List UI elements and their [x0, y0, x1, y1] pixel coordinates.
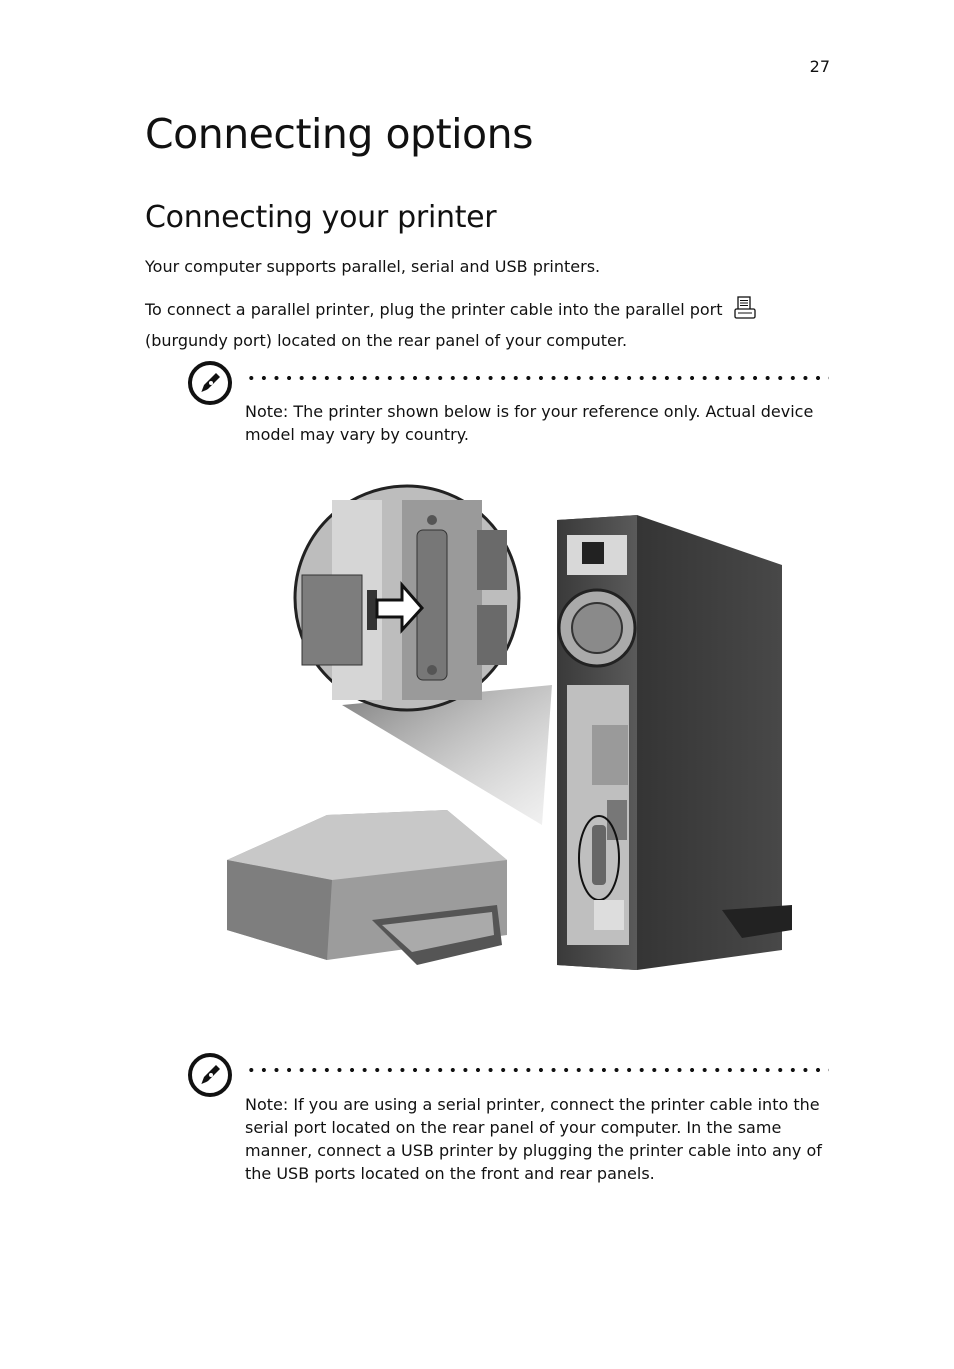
note-body: If you are using a serial printer, conne…	[245, 1095, 822, 1183]
note-serial-usb-printer: Note: If you are using a serial printer,…	[245, 1093, 825, 1185]
parallel-port-printer-icon	[732, 295, 758, 328]
note-pen-icon	[187, 360, 233, 406]
parallel-instructions-line2: (burgundy port) located on the rear pane…	[145, 331, 628, 350]
intro-paragraph: Your computer supports parallel, serial …	[145, 257, 601, 276]
page-number: 27	[809, 57, 830, 76]
parallel-instructions-line1: To connect a parallel printer, plug the …	[145, 300, 723, 319]
note-label: Note:	[245, 402, 289, 421]
note-reference-printer: Note: The printer shown below is for you…	[245, 400, 825, 446]
note-divider	[245, 1067, 829, 1073]
note-pen-icon	[187, 1052, 233, 1098]
note-body: The printer shown below is for your refe…	[245, 402, 814, 444]
printer-connection-illustration	[222, 480, 802, 1000]
note-divider	[245, 375, 829, 381]
section-title: Connecting your printer	[145, 200, 497, 235]
parallel-instructions-paragraph: To connect a parallel printer, plug the …	[145, 295, 835, 353]
page-title: Connecting options	[145, 110, 533, 158]
note-label: Note:	[245, 1095, 289, 1114]
